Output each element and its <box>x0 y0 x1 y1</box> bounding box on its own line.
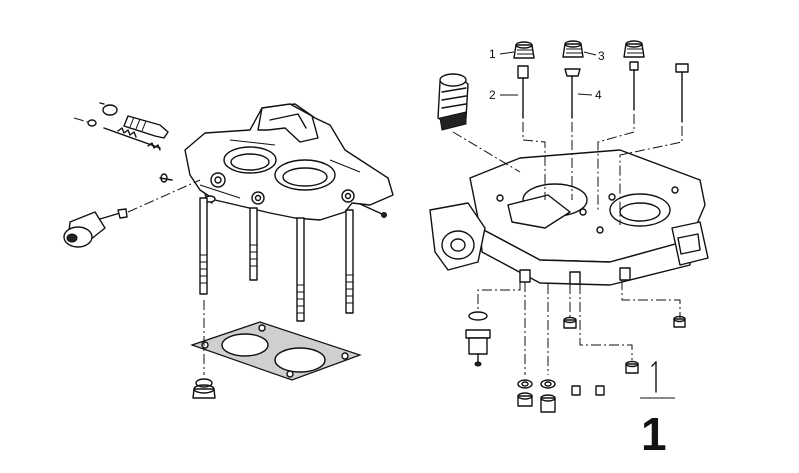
callout-leaders <box>499 51 597 96</box>
jet-1 <box>513 41 535 59</box>
washers-and-screws <box>517 379 605 413</box>
callout-2: 2 <box>489 88 496 102</box>
small-screw-b <box>673 315 686 328</box>
group-number: 1 <box>641 408 667 460</box>
small-screw-c <box>625 360 639 374</box>
flange-gasket <box>190 321 362 381</box>
jet-4 <box>564 68 581 119</box>
right-base-plate <box>429 149 709 286</box>
small-screw-a <box>563 316 577 329</box>
stud-nut-washer <box>192 300 216 399</box>
idle-jet-assembly <box>73 102 169 151</box>
pump-valve-spring <box>437 73 521 173</box>
screw-right-b <box>675 63 689 123</box>
side-screw <box>159 173 173 183</box>
screw-right-a <box>623 40 645 111</box>
callout-1: 1 <box>489 47 496 61</box>
callout-4: 4 <box>595 88 602 102</box>
jet-3 <box>562 40 584 58</box>
assembly-lines-top <box>522 114 683 225</box>
temp-switch <box>465 311 491 367</box>
assembly-lines-bottom <box>477 280 681 375</box>
group-number-marker <box>640 361 675 399</box>
callout-3: 3 <box>598 49 605 63</box>
cutoff-solenoid <box>63 179 201 248</box>
left-carburetor-body <box>184 103 394 221</box>
jet-2 <box>517 65 529 119</box>
mounting-studs <box>199 197 354 322</box>
